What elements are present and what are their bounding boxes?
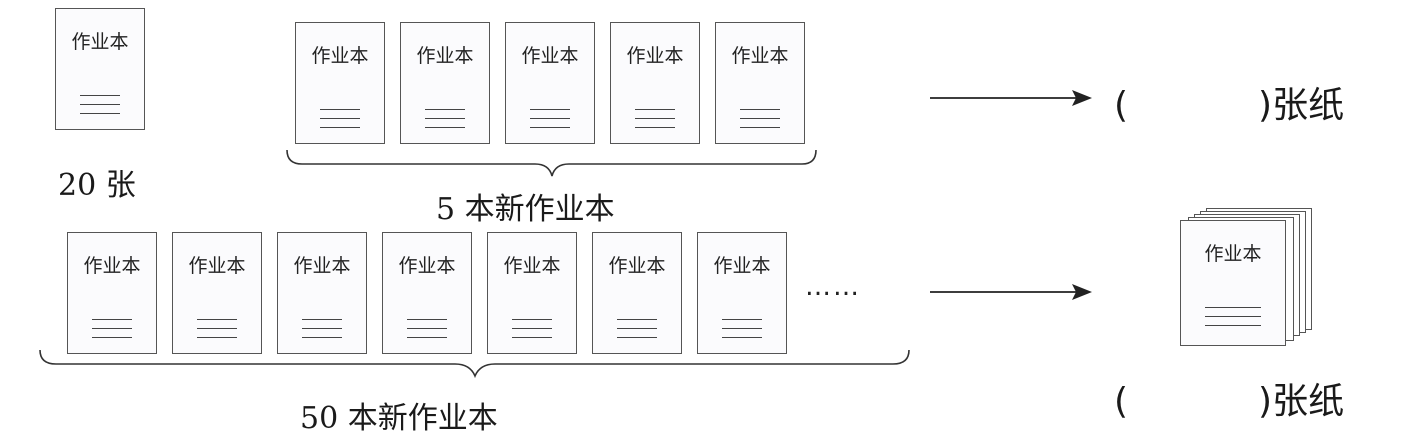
notebook-label: 作业本 [293, 255, 351, 277]
notebook-label: 作业本 [71, 31, 129, 53]
notebook: 作业本 [592, 232, 682, 354]
notebook: 作业本 [67, 232, 157, 354]
notebook-label: 作业本 [626, 45, 684, 67]
single-notebook: 作业本 [55, 8, 145, 130]
answer-blank-bottom: ()张纸 [1114, 381, 1345, 422]
notebook: 作业本 [487, 232, 577, 354]
notebook: 作业本 [697, 232, 787, 354]
stack-front-notebook: 作业本 [1180, 220, 1286, 346]
notebook: 作业本 [715, 22, 805, 144]
notebook-label: 作业本 [608, 255, 666, 277]
ellipsis: …… [805, 272, 861, 302]
notebook-label: 作业本 [1204, 243, 1262, 265]
arrow-top [930, 90, 1092, 106]
notebook: 作业本 [505, 22, 595, 144]
large-group-caption: 50 本新作业本 [300, 401, 498, 436]
answer-blank-top: ()张纸 [1114, 85, 1345, 126]
notebook-label: 作业本 [398, 255, 456, 277]
notebook: 作业本 [295, 22, 385, 144]
single-caption: 20 张 [58, 168, 136, 203]
notebook: 作业本 [400, 22, 490, 144]
notebook-label: 作业本 [416, 45, 474, 67]
notebook: 作业本 [277, 232, 367, 354]
notebook-label: 作业本 [188, 255, 246, 277]
notebook: 作业本 [172, 232, 262, 354]
notebook: 作业本 [610, 22, 700, 144]
notebook-label: 作业本 [713, 255, 771, 277]
notebook-label: 作业本 [731, 45, 789, 67]
small-group-brace [286, 149, 817, 177]
notebook-label: 作业本 [311, 45, 369, 67]
notebook-label: 作业本 [521, 45, 579, 67]
notebook-label: 作业本 [83, 255, 141, 277]
notebook-label: 作业本 [503, 255, 561, 277]
large-group-brace [39, 349, 910, 379]
small-group-caption: 5 本新作业本 [436, 192, 615, 227]
arrow-bottom [930, 284, 1092, 300]
notebook: 作业本 [382, 232, 472, 354]
